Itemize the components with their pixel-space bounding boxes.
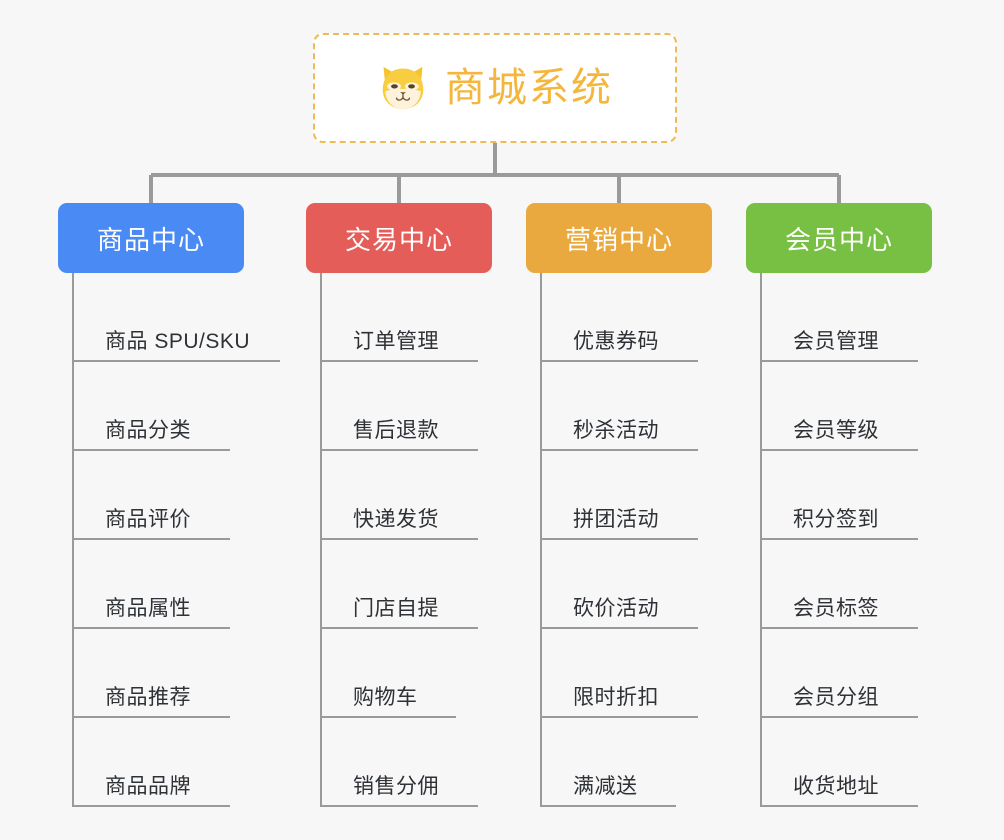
shiba-dog-face-icon [382,66,424,110]
item-underline [540,627,698,629]
branch-item[interactable]: 优惠券码 [540,273,746,362]
branch-item-label: 商品品牌 [105,775,191,798]
item-underline [320,805,478,807]
branch-item[interactable]: 门店自提 [320,540,526,629]
branch-item[interactable]: 会员等级 [760,362,966,451]
branch-rail-2 [540,273,542,807]
item-underline [540,805,676,807]
branch-item-label: 优惠券码 [573,330,659,353]
branch-item[interactable]: 会员管理 [760,273,966,362]
branch-item[interactable]: 积分签到 [760,451,966,540]
branch-head-label-3: 会员中心 [784,224,893,255]
branch-rail-1 [320,273,322,807]
branch-item[interactable]: 会员分组 [760,629,966,718]
item-underline [760,360,918,362]
branch-item-label: 商品 SPU/SKU [105,330,251,353]
item-underline [760,449,918,451]
item-underline [760,538,918,540]
branch-item[interactable]: 商品品牌 [72,718,278,807]
item-underline [72,360,280,362]
root-title-text: 商城系统 [445,66,613,110]
item-underline [72,449,230,451]
item-underline [320,627,478,629]
branch-item[interactable]: 商品属性 [72,540,278,629]
item-underline [72,538,230,540]
branch-item-label: 快递发货 [353,508,439,531]
branch-item-list-0: 商品 SPU/SKU 商品分类 商品评价 商品属性 商品推荐 商品品牌 [72,273,280,807]
item-underline [72,805,230,807]
branch-item-label: 限时折扣 [573,686,659,709]
branch-item[interactable]: 商品分类 [72,362,278,451]
branch-item-label: 会员标签 [793,597,879,620]
branch-item[interactable]: 订单管理 [320,273,526,362]
item-underline [540,449,698,451]
branch-item-list-1: 订单管理 售后退款 快递发货 门店自提 购物车 销售分佣 [320,273,526,807]
branch-item[interactable]: 商品 SPU/SKU [72,273,280,362]
branch-item-label: 拼团活动 [573,508,659,531]
item-underline [760,716,918,718]
item-underline [540,360,698,362]
branch-item-label: 会员分组 [793,686,879,709]
branch-item[interactable]: 购物车 [320,629,526,718]
branch-head-label-2: 营销中心 [564,224,673,255]
branch-item-label: 会员等级 [793,419,879,442]
branch-head-0[interactable]: 商品中心 [58,203,244,273]
branch-item[interactable]: 收货地址 [760,718,966,807]
branch-head-3[interactable]: 会员中心 [746,203,932,273]
branch-head-1[interactable]: 交易中心 [306,203,492,273]
branch-item[interactable]: 会员标签 [760,540,966,629]
branch-item-label: 满减送 [573,775,638,798]
item-underline [760,627,918,629]
branch-item-label: 秒杀活动 [573,419,659,442]
item-underline [320,360,478,362]
item-underline [540,538,698,540]
branch-item[interactable]: 满减送 [540,718,746,807]
branch-item-label: 销售分佣 [353,775,439,798]
branch-item-label: 订单管理 [353,330,439,353]
item-underline [540,716,698,718]
branch-item[interactable]: 砍价活动 [540,540,746,629]
branch-item-label: 砍价活动 [573,597,659,620]
branch-item[interactable]: 销售分佣 [320,718,526,807]
branch-item[interactable]: 售后退款 [320,362,526,451]
branch-head-label-0: 商品中心 [96,224,205,255]
item-underline [72,716,230,718]
branch-item-label: 会员管理 [793,330,879,353]
branch-item-label: 门店自提 [353,597,439,620]
branch-item[interactable]: 秒杀活动 [540,362,746,451]
branch-item-label: 售后退款 [353,419,439,442]
branch-item-label: 商品推荐 [105,686,191,709]
branch-item-label: 商品分类 [105,419,191,442]
branch-item-list-3: 会员管理 会员等级 积分签到 会员标签 会员分组 收货地址 [760,273,966,807]
branch-head-label-1: 交易中心 [344,224,453,255]
branch-head-2[interactable]: 营销中心 [526,203,712,273]
branch-item-label: 商品评价 [105,508,191,531]
root-node-card[interactable]: 商城系统 [313,33,677,143]
branch-item[interactable]: 拼团活动 [540,451,746,540]
item-underline [320,538,478,540]
item-underline [72,627,230,629]
branch-column-营销中心: 营销中心 优惠券码 秒杀活动 拼团活动 砍价活动 限时折扣 [526,203,746,807]
branch-item-label: 购物车 [353,686,418,709]
branch-column-交易中心: 交易中心 订单管理 售后退款 快递发货 门店自提 购物车 [306,203,526,807]
branch-columns: 商品中心 商品 SPU/SKU 商品分类 商品评价 商品属性 商品推荐 [0,203,1004,840]
branch-item-label: 收货地址 [793,775,879,798]
branch-column-商品中心: 商品中心 商品 SPU/SKU 商品分类 商品评价 商品属性 商品推荐 [58,203,280,807]
branch-item-label: 商品属性 [105,597,191,620]
branch-column-会员中心: 会员中心 会员管理 会员等级 积分签到 会员标签 会员分组 [746,203,966,807]
branch-item[interactable]: 快递发货 [320,451,526,540]
branch-item[interactable]: 商品评价 [72,451,278,540]
branch-item-list-2: 优惠券码 秒杀活动 拼团活动 砍价活动 限时折扣 满减送 [540,273,746,807]
branch-rail-3 [760,273,762,807]
item-underline [760,805,918,807]
branch-item[interactable]: 限时折扣 [540,629,746,718]
branch-item-label: 积分签到 [793,508,879,531]
branch-item[interactable]: 商品推荐 [72,629,278,718]
item-underline [320,716,456,718]
branch-rail-0 [72,273,74,807]
item-underline [320,449,478,451]
